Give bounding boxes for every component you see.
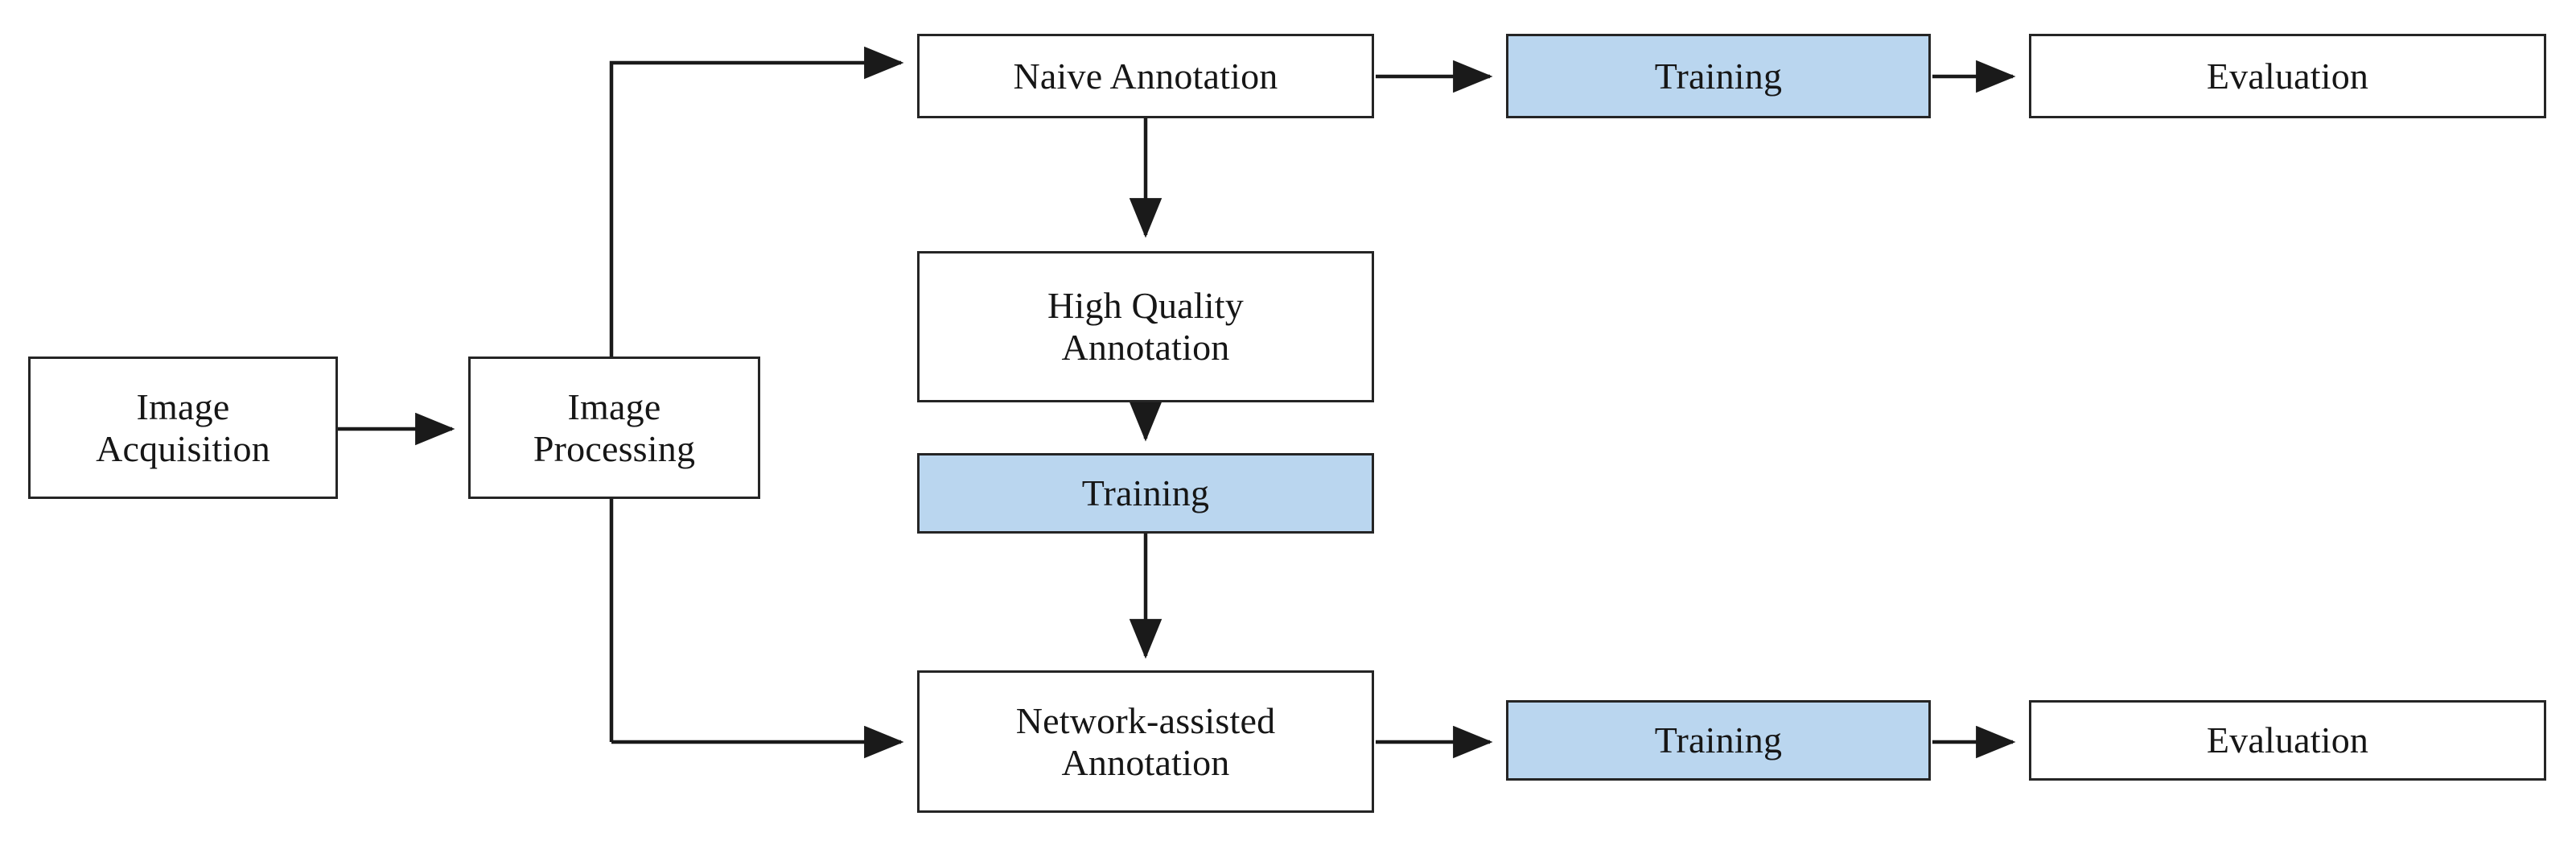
node-network-assisted-annotation-label: Network-assisted Annotation xyxy=(1015,699,1276,783)
node-training-top[interactable]: Training xyxy=(1506,34,1931,118)
node-high-quality-annotation-label: High Quality Annotation xyxy=(1047,285,1244,368)
node-evaluation-bottom[interactable]: Evaluation xyxy=(2029,700,2546,781)
node-training-bottom-label: Training xyxy=(1654,719,1783,761)
node-image-acquisition-label: Image Acquisition xyxy=(96,385,270,469)
node-image-processing[interactable]: Image Processing xyxy=(468,357,760,499)
node-evaluation-top[interactable]: Evaluation xyxy=(2029,34,2546,118)
node-evaluation-bottom-label: Evaluation xyxy=(2206,719,2369,761)
node-evaluation-top-label: Evaluation xyxy=(2206,55,2369,97)
node-training-top-label: Training xyxy=(1654,55,1783,97)
node-high-quality-annotation[interactable]: High Quality Annotation xyxy=(917,251,1374,402)
node-training-middle-label: Training xyxy=(1081,472,1210,514)
node-network-assisted-annotation[interactable]: Network-assisted Annotation xyxy=(917,670,1374,813)
node-image-acquisition[interactable]: Image Acquisition xyxy=(28,357,338,499)
node-image-processing-label: Image Processing xyxy=(533,385,696,469)
node-naive-annotation[interactable]: Naive Annotation xyxy=(917,34,1374,118)
node-naive-annotation-label: Naive Annotation xyxy=(1013,55,1278,97)
node-training-middle[interactable]: Training xyxy=(917,453,1374,534)
node-training-bottom[interactable]: Training xyxy=(1506,700,1931,781)
